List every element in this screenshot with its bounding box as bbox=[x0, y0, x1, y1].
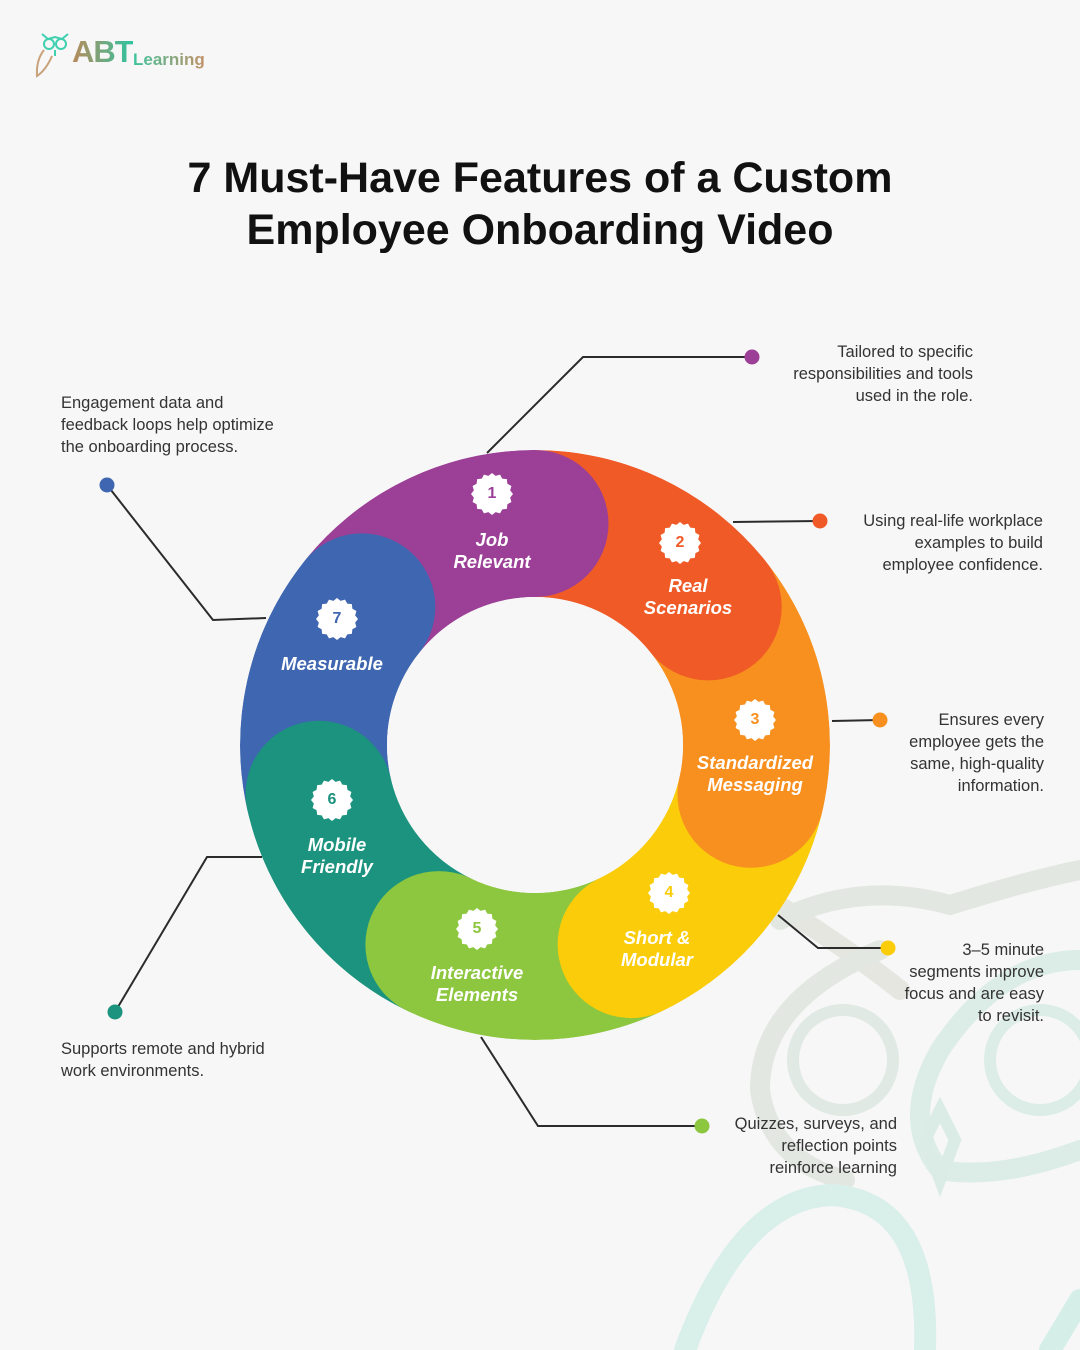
connector-dot-5 bbox=[694, 1118, 710, 1134]
number-badge-2: 2 bbox=[659, 522, 701, 564]
abt-learning-logo: ABT Learning bbox=[34, 30, 224, 84]
feature-description-5: Quizzes, surveys, and reflection points re… bbox=[637, 1113, 897, 1179]
description-line: focus and are easy bbox=[904, 985, 1044, 1003]
badge-seal-icon bbox=[471, 473, 513, 515]
badge-number: 6 bbox=[327, 791, 337, 808]
description-line: work environments. bbox=[61, 1062, 205, 1080]
badge-number: 3 bbox=[750, 711, 760, 728]
ring-segment-cap-5 bbox=[365, 871, 513, 1019]
feature-label-line: Friendly bbox=[301, 856, 373, 877]
connector-line-6 bbox=[114, 856, 262, 1013]
badge-seal-icon bbox=[648, 872, 690, 914]
connector-dot-6 bbox=[107, 1004, 123, 1020]
connector-line-4 bbox=[777, 914, 888, 949]
badge-number: 2 bbox=[675, 534, 685, 551]
connector-line-3 bbox=[831, 719, 881, 722]
description-line: feedback loops help optimize bbox=[61, 416, 274, 434]
owl-logo-icon bbox=[35, 33, 69, 78]
badge-seal-icon bbox=[659, 522, 701, 564]
page-title: 7 Must-Have Features of a Custom Employe… bbox=[0, 152, 1080, 256]
description-line: information. bbox=[957, 777, 1044, 795]
number-badge-1: 1 bbox=[471, 473, 513, 515]
connector-dot-2 bbox=[812, 513, 828, 529]
number-badge-3: 3 bbox=[734, 699, 776, 741]
connector-line-5 bbox=[480, 1036, 702, 1127]
badge-number: 7 bbox=[332, 610, 342, 627]
description-line: employee confidence. bbox=[882, 556, 1043, 574]
feature-label-4: Short &Modular bbox=[572, 927, 742, 971]
badge-seal-icon bbox=[316, 598, 358, 640]
description-line: Tailored to specific bbox=[837, 343, 973, 361]
feature-label-line: Relevant bbox=[453, 551, 531, 572]
ring-segment-cap-7 bbox=[288, 533, 436, 681]
description-line: Ensures every bbox=[938, 711, 1044, 729]
description-line: 3–5 minute bbox=[962, 941, 1044, 959]
feature-label-line: Mobile bbox=[307, 834, 367, 855]
feature-label-line: Real bbox=[668, 575, 708, 596]
logo-suffix: Learning bbox=[133, 50, 205, 69]
number-badge-5: 5 bbox=[456, 908, 498, 950]
feature-label-line: Short & bbox=[623, 927, 691, 948]
feature-label-line: Standardized bbox=[696, 752, 814, 773]
description-line: examples to build bbox=[914, 534, 1043, 552]
description-line: to revisit. bbox=[977, 1007, 1044, 1025]
feature-description-6: Supports remote and hybrid work environme… bbox=[61, 1038, 321, 1082]
feature-label-line: Elements bbox=[435, 984, 519, 1005]
feature-description-4: 3–5 minute segments improve focus and are … bbox=[784, 939, 1044, 1027]
feature-description-7: Engagement data and feedback loops help o… bbox=[61, 392, 321, 458]
feature-label-line: Measurable bbox=[281, 653, 383, 674]
description-line: Using real-life workplace bbox=[863, 512, 1043, 530]
description-line: Supports remote and hybrid bbox=[61, 1040, 265, 1058]
description-line: the onboarding process. bbox=[61, 438, 239, 456]
ring-segment-cap-3 bbox=[677, 720, 825, 868]
ring-segment-cap-2 bbox=[634, 533, 782, 681]
badge-seal-icon bbox=[311, 779, 353, 821]
feature-description-1: Tailored to specific responsibilities and… bbox=[713, 341, 973, 407]
feature-label-7: Measurable bbox=[247, 653, 417, 675]
number-badge-4: 4 bbox=[648, 872, 690, 914]
badge-seal-icon bbox=[734, 699, 776, 741]
description-line: reinforce learning bbox=[769, 1159, 898, 1177]
feature-label-line: Job bbox=[475, 529, 509, 550]
connector-line-1 bbox=[486, 356, 752, 454]
connector-line-7 bbox=[106, 484, 267, 622]
description-line: Engagement data and bbox=[61, 394, 224, 412]
title-line-1: 7 Must-Have Features of a Custom bbox=[187, 154, 893, 202]
description-line: segments improve bbox=[909, 963, 1044, 981]
feature-label-line: Interactive bbox=[430, 962, 524, 983]
connector-dot-4 bbox=[880, 940, 896, 956]
description-line: employee gets the bbox=[909, 733, 1044, 751]
badge-number: 4 bbox=[664, 884, 674, 901]
description-line: same, high-quality bbox=[910, 755, 1044, 773]
number-badge-7: 7 bbox=[316, 598, 358, 640]
badge-number: 1 bbox=[487, 485, 497, 502]
title-line-2: Employee Onboarding Video bbox=[246, 206, 834, 254]
description-line: responsibilities and tools bbox=[793, 365, 973, 383]
feature-label-line: Messaging bbox=[707, 774, 803, 795]
connector-dot-7 bbox=[99, 477, 115, 493]
badge-seal-icon bbox=[456, 908, 498, 950]
feature-description-3: Ensures every employee gets the same, high… bbox=[784, 709, 1044, 797]
connector-line-2 bbox=[732, 520, 821, 523]
description-line: used in the role. bbox=[855, 387, 973, 405]
description-line: reflection points bbox=[781, 1137, 897, 1155]
number-badge-6: 6 bbox=[311, 779, 353, 821]
feature-label-line: Scenarios bbox=[643, 597, 733, 618]
connector-dot-3 bbox=[872, 712, 888, 728]
connector-dot-1 bbox=[744, 349, 760, 365]
feature-description-2: Using real-life workplace examples to bui… bbox=[783, 510, 1043, 576]
description-line: Quizzes, surveys, and bbox=[734, 1115, 897, 1133]
logo-brand: ABT bbox=[72, 34, 134, 69]
badge-number: 5 bbox=[472, 920, 482, 937]
feature-label-line: Modular bbox=[621, 949, 693, 970]
